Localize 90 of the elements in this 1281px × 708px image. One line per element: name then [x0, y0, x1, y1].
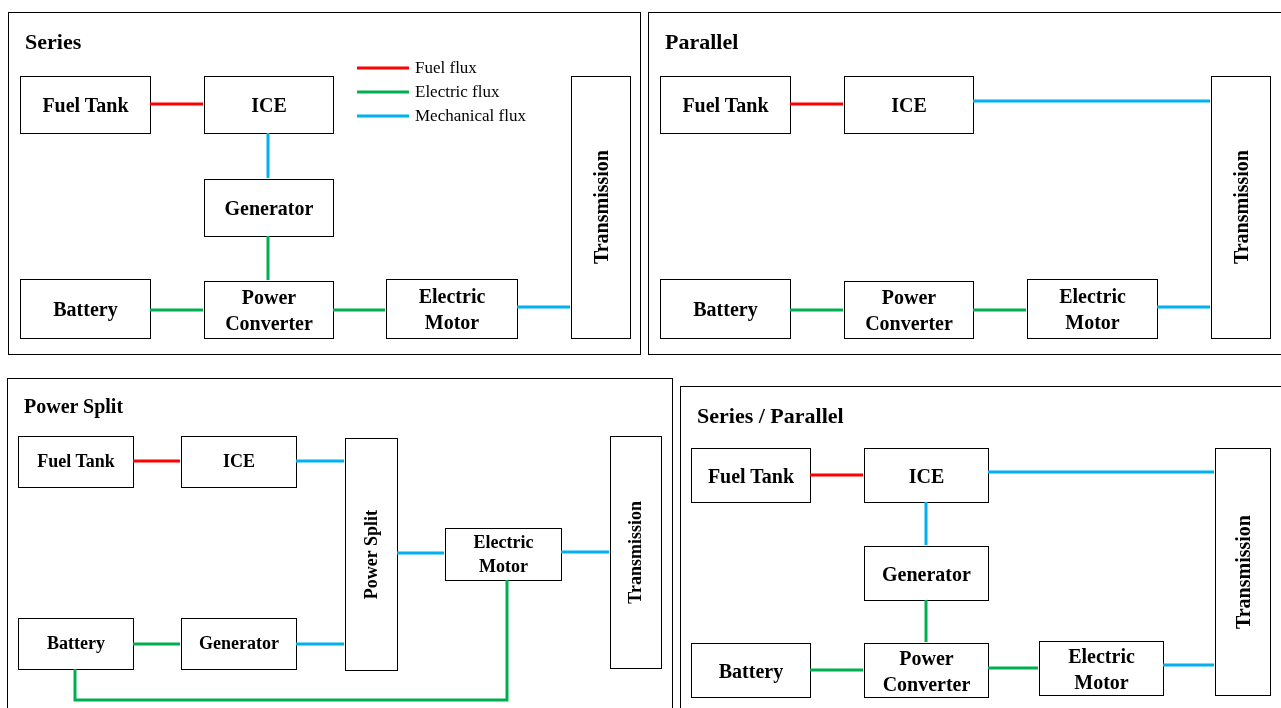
component-label: Battery — [53, 297, 118, 322]
connector-line — [296, 642, 344, 646]
diagram-panel — [648, 12, 1281, 355]
panel-title: Power Split — [24, 394, 124, 420]
connector-line — [924, 600, 928, 642]
component-label: Generator — [882, 561, 971, 587]
component-box — [1027, 279, 1158, 339]
connector-line — [73, 580, 509, 702]
panel-title: Parallel — [665, 28, 739, 56]
connector-line — [790, 102, 843, 106]
component-box — [18, 436, 134, 488]
component-box — [1211, 76, 1271, 339]
component-box — [386, 279, 518, 339]
component-box — [691, 448, 811, 503]
connector-line — [517, 305, 570, 309]
connector-line — [973, 308, 1026, 312]
connector-line — [973, 99, 1210, 103]
diagram-panel — [7, 378, 673, 708]
component-label: Battery — [693, 297, 758, 322]
component-label: Power Converter — [864, 285, 954, 336]
component-box — [20, 76, 151, 134]
component-label: ICE — [223, 450, 255, 474]
connector-line — [924, 502, 928, 545]
connector-line — [150, 102, 203, 106]
component-box — [864, 448, 989, 503]
component-label: Transmission — [1231, 514, 1255, 630]
component-box — [660, 279, 791, 339]
connector-line — [133, 459, 180, 463]
connector-line — [988, 470, 1214, 474]
component-box — [204, 76, 334, 134]
connector-line — [790, 308, 843, 312]
connector-line — [266, 236, 270, 280]
connector-line — [133, 642, 180, 646]
component-box — [181, 618, 297, 670]
panel-title: Series / Parallel — [697, 402, 844, 430]
component-box — [345, 438, 398, 671]
connector-line — [266, 133, 270, 178]
connector-line — [988, 666, 1038, 670]
component-box — [864, 643, 989, 698]
component-box — [445, 528, 562, 581]
connector-line — [150, 308, 203, 312]
component-label: Fuel Tank — [37, 450, 115, 474]
connector-line — [296, 459, 344, 463]
diagram-panel — [680, 386, 1281, 708]
component-label: Transmission — [1229, 150, 1253, 265]
component-label: Electric Motor — [1067, 643, 1136, 695]
component-box — [1215, 448, 1271, 696]
connector-line — [333, 308, 385, 312]
component-label: Electric Motor — [1058, 284, 1127, 335]
connector-line — [1157, 305, 1210, 309]
diagram-panel — [8, 12, 641, 355]
component-box — [204, 179, 334, 237]
component-label: Electric Motor — [472, 531, 535, 578]
component-box — [844, 76, 974, 134]
component-box — [20, 279, 151, 339]
component-box — [181, 436, 297, 488]
component-label: Power Split — [359, 509, 382, 600]
component-label: Battery — [718, 658, 784, 684]
component-label: Transmission — [624, 501, 647, 604]
connector-line — [561, 550, 609, 554]
component-label: Fuel Tank — [707, 463, 795, 489]
component-box — [571, 76, 631, 339]
component-box — [610, 436, 662, 669]
component-label: Power Converter — [224, 285, 314, 336]
component-label: ICE — [908, 463, 945, 489]
legend-label: Electric flux — [415, 81, 500, 103]
component-label: Generator — [224, 196, 314, 221]
panel-title: Series — [25, 28, 82, 56]
connector-line — [1163, 663, 1214, 667]
component-label: Electric Motor — [417, 284, 487, 335]
component-label: Transmission — [589, 150, 613, 265]
component-label: ICE — [891, 93, 927, 118]
component-label: Generator — [199, 632, 279, 656]
legend-label: Fuel flux — [415, 57, 477, 79]
component-label: Fuel Tank — [42, 93, 129, 118]
component-label: Power Converter — [881, 645, 972, 697]
component-box — [864, 546, 989, 601]
component-label: Fuel Tank — [682, 93, 769, 118]
component-box — [844, 281, 974, 339]
connector-line — [397, 551, 444, 555]
component-box — [1039, 641, 1164, 696]
legend-label: Mechanical flux — [415, 105, 526, 127]
connector-line — [810, 668, 863, 672]
component-box — [660, 76, 791, 134]
component-label: ICE — [251, 93, 287, 118]
component-box — [691, 643, 811, 698]
component-box — [18, 618, 134, 670]
component-label: Battery — [47, 632, 105, 656]
component-box — [204, 281, 334, 339]
connector-line — [810, 473, 863, 477]
